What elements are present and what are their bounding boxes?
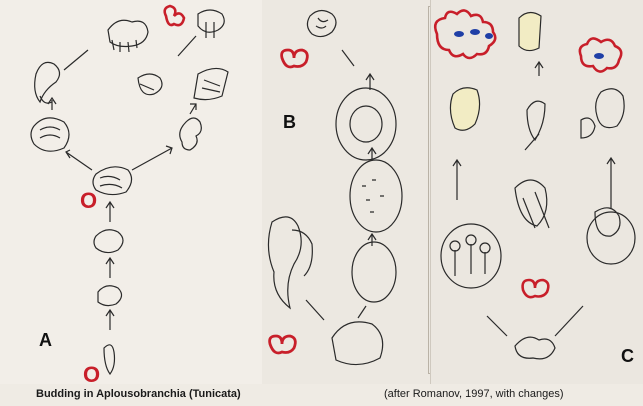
arrow	[132, 146, 172, 170]
colony-sketch	[292, 230, 312, 276]
blue-zooid-mark	[594, 53, 604, 59]
colony-sketch	[527, 101, 545, 140]
panel-b-drawing	[262, 0, 430, 385]
panel-c-drawing	[431, 0, 643, 385]
arrow	[306, 300, 324, 320]
colony-sketch	[93, 167, 132, 195]
colony-sketch	[581, 118, 595, 138]
colony-sketch	[35, 62, 60, 102]
colony-sketch	[40, 127, 60, 138]
colony-sketch	[350, 160, 402, 232]
arrow	[358, 306, 366, 318]
panel-letter-b: B	[283, 112, 296, 133]
blue-zooid-mark	[485, 33, 493, 39]
colony-sketch	[198, 10, 224, 32]
colony-sketch	[596, 89, 624, 128]
colony-sketch	[332, 322, 383, 365]
colony-sketch	[515, 337, 555, 359]
panel-letter-a: A	[39, 330, 52, 351]
panel-a: O O A	[0, 0, 262, 385]
arrow	[66, 150, 92, 170]
panel-letter-c: C	[621, 346, 634, 367]
red-zooid-mark	[165, 6, 184, 25]
arrow	[535, 62, 543, 76]
arrow	[106, 310, 114, 330]
arrow	[106, 202, 114, 222]
colony-sketch	[180, 118, 202, 150]
arrow	[178, 36, 196, 56]
arrow	[487, 316, 507, 336]
colony-sketch	[316, 18, 328, 28]
colony-sketch	[336, 88, 396, 160]
colony-sketch	[94, 230, 123, 253]
colony-sketch	[350, 106, 382, 142]
arrow	[190, 104, 196, 114]
colony-sketch	[519, 12, 541, 50]
arrow	[64, 50, 88, 70]
red-zooid-mark	[282, 50, 308, 67]
panel-c: C	[430, 0, 643, 385]
blue-zooid-mark	[454, 31, 464, 37]
colony-sketch	[206, 22, 214, 38]
colony-sketch	[362, 180, 384, 212]
colony-sketch	[194, 68, 228, 99]
arrow	[48, 98, 56, 110]
colony-sketch	[140, 84, 154, 90]
caption-source: (after Romanov, 1997, with changes)	[384, 388, 564, 400]
red-zooid-mark	[270, 336, 296, 353]
colony-sketch	[202, 80, 220, 92]
colony-sketch	[352, 242, 396, 302]
arrow	[453, 160, 461, 200]
caption-title: Budding in Aplousobranchia (Tunicata)	[36, 388, 241, 400]
oozooid-mark: O	[80, 188, 97, 214]
colony-sketch	[100, 176, 122, 188]
arrow	[607, 158, 615, 208]
panel-b: B	[262, 0, 430, 385]
colony-sketch	[587, 212, 635, 264]
oozooid-mark: O	[83, 362, 100, 385]
red-zooid-mark	[523, 280, 549, 297]
colony-sketch	[523, 192, 549, 228]
colony-sketch	[480, 243, 490, 253]
arrow	[342, 50, 354, 66]
panel-a-drawing	[0, 0, 262, 385]
colony-sketch	[466, 235, 476, 245]
colony-sketch	[307, 10, 336, 36]
arrow	[555, 306, 583, 336]
colony-sketch	[450, 88, 479, 131]
arrow	[368, 234, 376, 246]
figure-caption: Budding in Aplousobranchia (Tunicata) (a…	[0, 384, 643, 406]
colony-sketch	[104, 345, 115, 374]
colony-sketch	[98, 286, 122, 306]
colony-sketch	[450, 241, 460, 251]
arrow	[106, 258, 114, 278]
blue-zooid-mark	[470, 29, 480, 35]
